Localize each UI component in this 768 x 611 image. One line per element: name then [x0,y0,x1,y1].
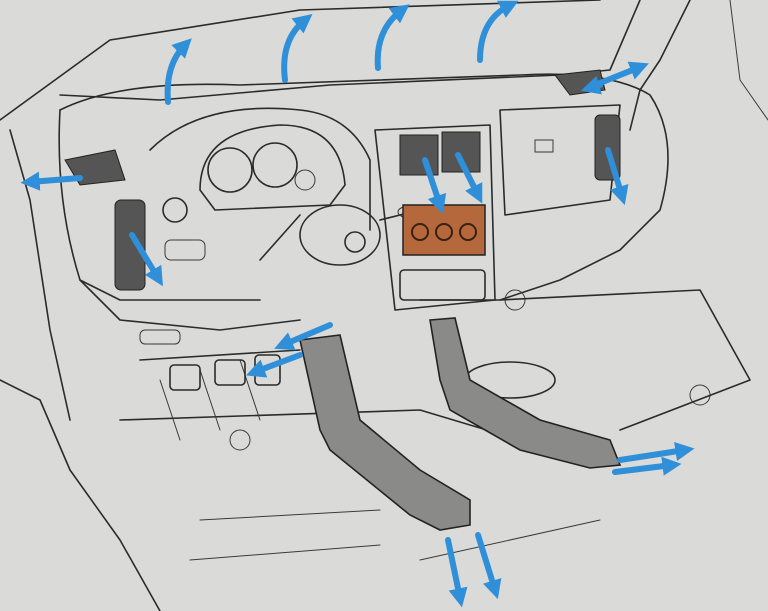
duct-rear [429,317,622,469]
glovebox [499,104,621,216]
center-console [374,124,496,311]
gauge-right [252,142,298,188]
pedal-brake [214,359,246,386]
airflow-arrow-icon [592,61,649,88]
dashboard [58,73,669,345]
airflow-arrow-icon [580,76,603,95]
airflow-arrow-icon [281,13,313,83]
airflow-arrow-icon [129,232,163,287]
airflow-arrow-icon [274,322,333,351]
duct-front [299,334,471,531]
airflow-arrow-icon [612,456,682,476]
airflow-arrows [20,0,695,608]
steering-hub [299,204,381,266]
gauge-left [207,147,253,193]
vent-center-left [399,134,439,176]
airflow-arrow-icon [617,441,695,463]
airflow-arrow-icon [455,152,483,204]
airflow-arrow-icon [164,38,192,105]
vent-left [114,199,146,291]
heater-control-panel [402,204,486,256]
instrument-cluster [199,124,346,211]
floor-ducts [299,317,622,531]
vents [64,69,621,291]
airflow-arrow-icon [605,147,629,206]
airflow-arrow-icon [374,4,410,71]
airflow-arrow-icon [477,0,519,63]
airflow-arrow-icon [422,157,447,215]
airflow-arrow-icon [475,532,502,600]
airflow-arrow-icon [246,352,303,378]
pedal-clutch [169,364,201,391]
airflow-arrow-icon [445,537,468,608]
airflow-arrow-icon [20,171,83,191]
